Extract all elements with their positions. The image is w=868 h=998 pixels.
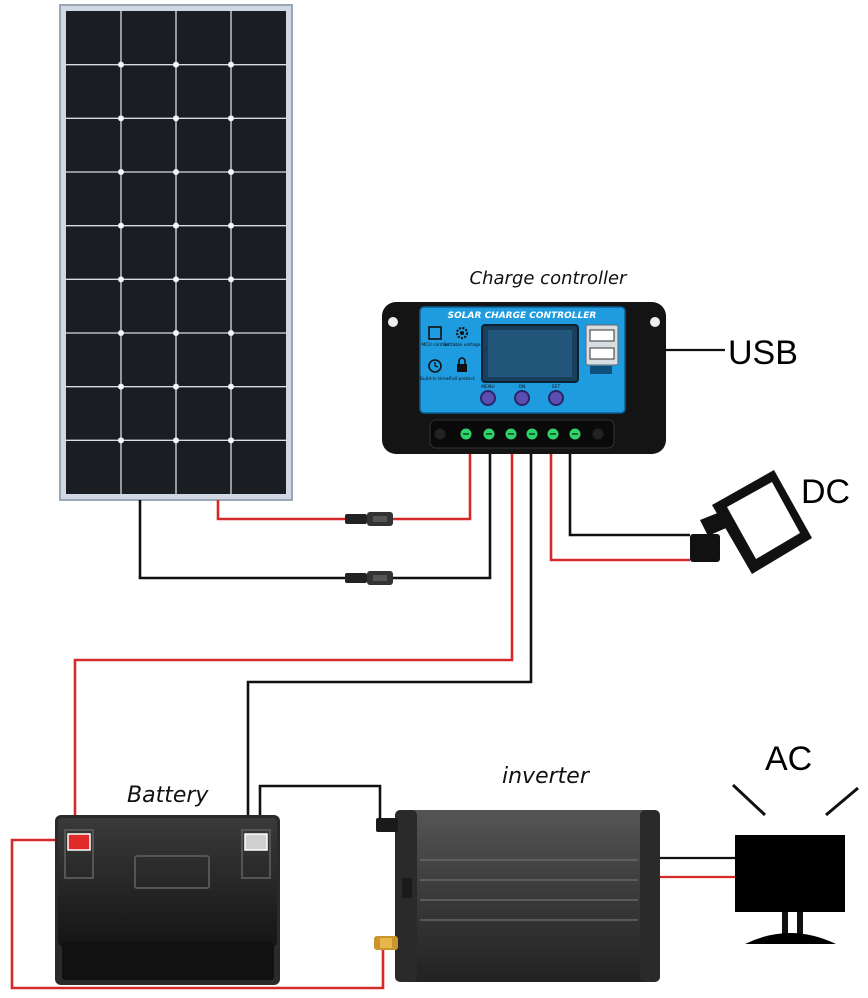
panel-cell-dot [173, 115, 179, 122]
panel-cell-dots [118, 61, 234, 444]
panel-cell-dot [118, 61, 124, 68]
ac-monitor [731, 783, 859, 944]
icon-label: Build-in timer [420, 376, 451, 382]
panel-cell-dot [228, 115, 234, 122]
label-inverter: inverter [502, 764, 591, 789]
battery [55, 815, 280, 985]
icon-label: Settable voltage [443, 342, 480, 348]
label-battery: Battery [127, 783, 209, 808]
label-charge-controller: Charge controller [470, 268, 628, 289]
panel-cell-dot [173, 437, 179, 444]
charge-controller: SOLAR CHARGE CONTROLLER MCU control Sett… [382, 302, 666, 454]
panel-cell-dot [173, 169, 179, 175]
controller-button [548, 390, 564, 406]
label-usb: USB [728, 334, 798, 372]
panel-cell-dot [228, 169, 234, 175]
mc4-connector-negative [345, 571, 393, 585]
wires [10, 348, 735, 990]
lock-icon [457, 357, 467, 372]
usb-port-icon [589, 347, 615, 360]
panel-cell-dot [118, 383, 124, 390]
battery-positive-terminal [67, 833, 91, 851]
ac-ray-icon [825, 786, 859, 817]
controller-terminals [433, 427, 605, 441]
panel-cell-dot [118, 169, 124, 175]
usb-port-icon [589, 329, 615, 342]
mcu-control-icon [428, 326, 442, 340]
terminal-screw-icon [433, 427, 447, 441]
controller-button [480, 390, 496, 406]
solar-panel [59, 4, 293, 501]
terminal-screw-icon [591, 427, 605, 441]
controller-button [514, 390, 530, 406]
dc-lamp [690, 470, 812, 574]
panel-cell-dot [173, 383, 179, 390]
wire-battery-inverter-negative [258, 784, 382, 825]
button-label: SET [552, 384, 561, 390]
panel-cell-dot [228, 330, 234, 336]
button-label: MENU [481, 384, 494, 390]
wire-panel-positive [216, 452, 472, 521]
panel-cell-dot [118, 330, 124, 336]
wire-dc-negative [568, 452, 690, 537]
ac-ray-icon [731, 783, 767, 817]
controller-header: SOLAR CHARGE CONTROLLER [448, 311, 597, 321]
panel-cell-dot [118, 115, 124, 122]
mc4-connector-positive [345, 512, 393, 526]
inverter-negative-terminal [376, 818, 398, 832]
panel-cell-dot [173, 61, 179, 68]
label-dc: DC [801, 473, 850, 511]
mount-hole-icon [650, 317, 660, 327]
mount-hole-icon [388, 317, 398, 327]
panel-cell-dot [173, 330, 179, 336]
wire-battery-positive [73, 452, 514, 825]
panel-cell-dot [228, 437, 234, 444]
inverter [374, 810, 660, 982]
wire-battery-inverter-positive [10, 838, 385, 990]
icon-label: MCU control [421, 342, 448, 348]
panel-cell-dot [118, 276, 124, 283]
panel-cell-dot [118, 222, 124, 229]
panel-cell-dot [228, 276, 234, 283]
settable-voltage-icon [455, 326, 469, 340]
panel-cell-dot [173, 222, 179, 229]
label-ac: AC [765, 740, 812, 778]
panel-cell-dot [118, 437, 124, 444]
button-label: ON [519, 384, 526, 390]
wire-dc-positive [549, 452, 690, 562]
battery-negative-terminal [244, 833, 268, 851]
panel-cell-dot [228, 383, 234, 390]
usb-badge-icon [590, 366, 612, 374]
panel-cell-dot [228, 222, 234, 229]
panel-cell-dot [173, 276, 179, 283]
panel-cell-dot [228, 61, 234, 68]
wire-panel-negative [138, 452, 492, 580]
timer-icon [428, 359, 442, 373]
wire-battery-negative [246, 452, 533, 825]
icon-label: Full protect [449, 376, 474, 382]
